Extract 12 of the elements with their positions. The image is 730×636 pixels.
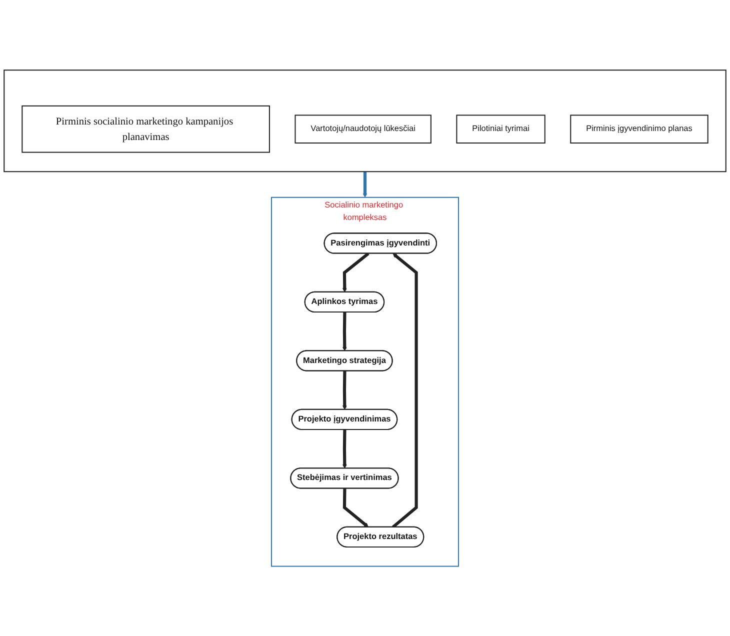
node-box: Vartotojų/naudotojų lūkesčiai [294,114,432,144]
arrow [342,488,369,528]
arrow [342,430,347,468]
node-box: Pirminis socialinio marketingo kampanijos planavimas [22,105,270,153]
node-box: Pirminis įgyvendinimo planas [570,114,708,144]
cluster [4,69,726,172]
arrow [342,370,347,410]
arrow [392,253,418,528]
arrow [342,252,370,292]
node-box: Pilotiniai tyrimai [456,114,546,144]
arrow [342,312,347,351]
arrow [362,171,368,198]
